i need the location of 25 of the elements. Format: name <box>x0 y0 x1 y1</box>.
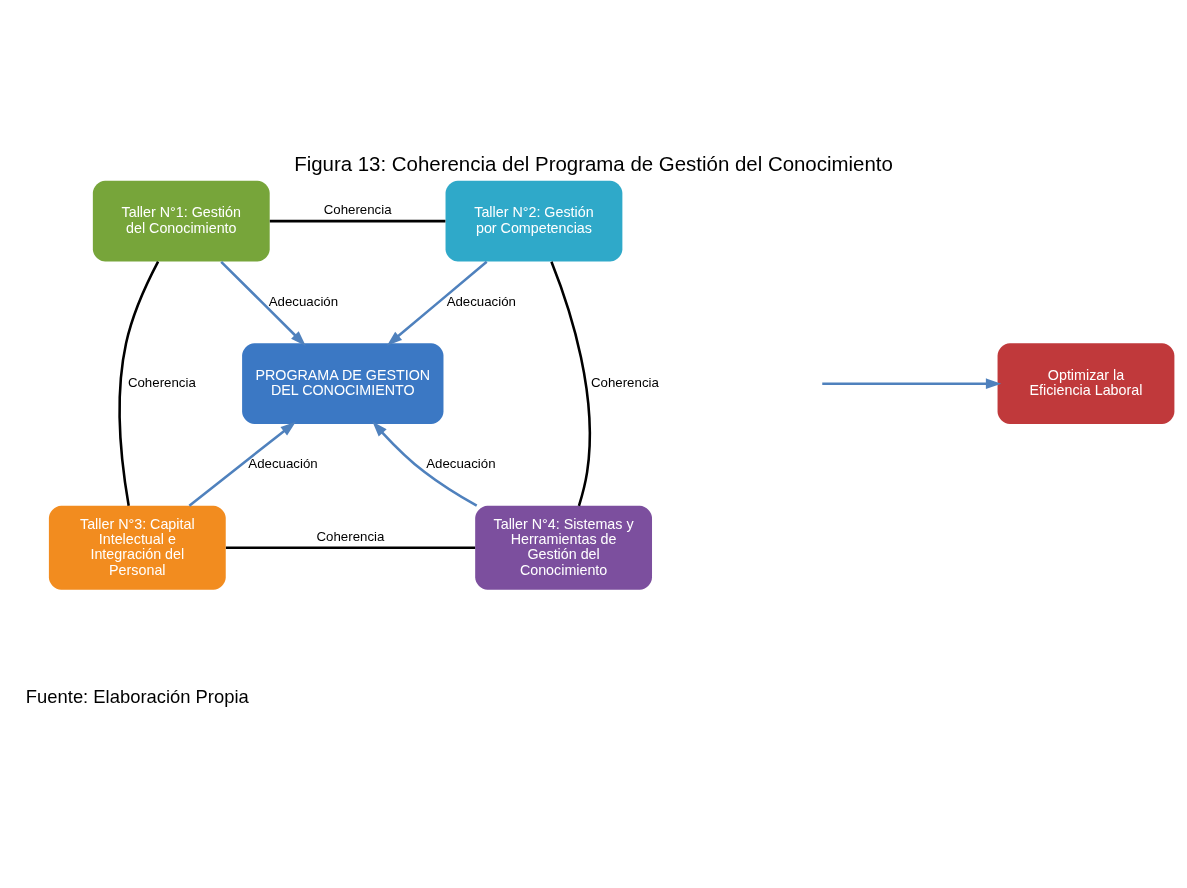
connector <box>550 260 592 506</box>
caption: Fuente: Elaboración Propia <box>25 685 249 707</box>
edge-label: Coherencia <box>323 201 392 217</box>
edge-label: Adecuación <box>446 293 516 309</box>
arrow <box>822 377 1002 389</box>
edge-label: Adecuación <box>268 293 339 309</box>
diagram-title: Figura 13: Coherencia del Programa de Gestión del Conocimiento <box>294 151 893 175</box>
node-box: Taller N°1: Gestión del Conocimiento <box>92 180 270 261</box>
connector <box>225 545 476 549</box>
arrow <box>220 260 306 346</box>
arrow <box>386 260 488 346</box>
node-box: PROGRAMA DE GESTION DEL CONOCIMIENTO <box>242 342 444 424</box>
connector <box>269 219 446 222</box>
edge-label: Adecuación <box>426 455 496 471</box>
node-box: Taller N°3: Capital Intelectual e Integración del Personal <box>48 505 226 590</box>
edge-label: Coherencia <box>316 528 385 544</box>
node-box: Optimizar la Eficiencia Laboral <box>997 342 1175 424</box>
edge-label: Coherencia <box>127 374 196 390</box>
node-box: Taller N°2: Gestión por Competencias <box>445 180 623 261</box>
arrow <box>372 421 478 507</box>
edge-label: Adecuación <box>248 455 318 471</box>
edge-label: Coherencia <box>591 374 659 390</box>
node-box: Taller N°4: Sistemas y Herramientas de Gestión del Conocimiento <box>475 505 652 590</box>
connector <box>118 260 160 506</box>
arrow <box>188 421 296 507</box>
